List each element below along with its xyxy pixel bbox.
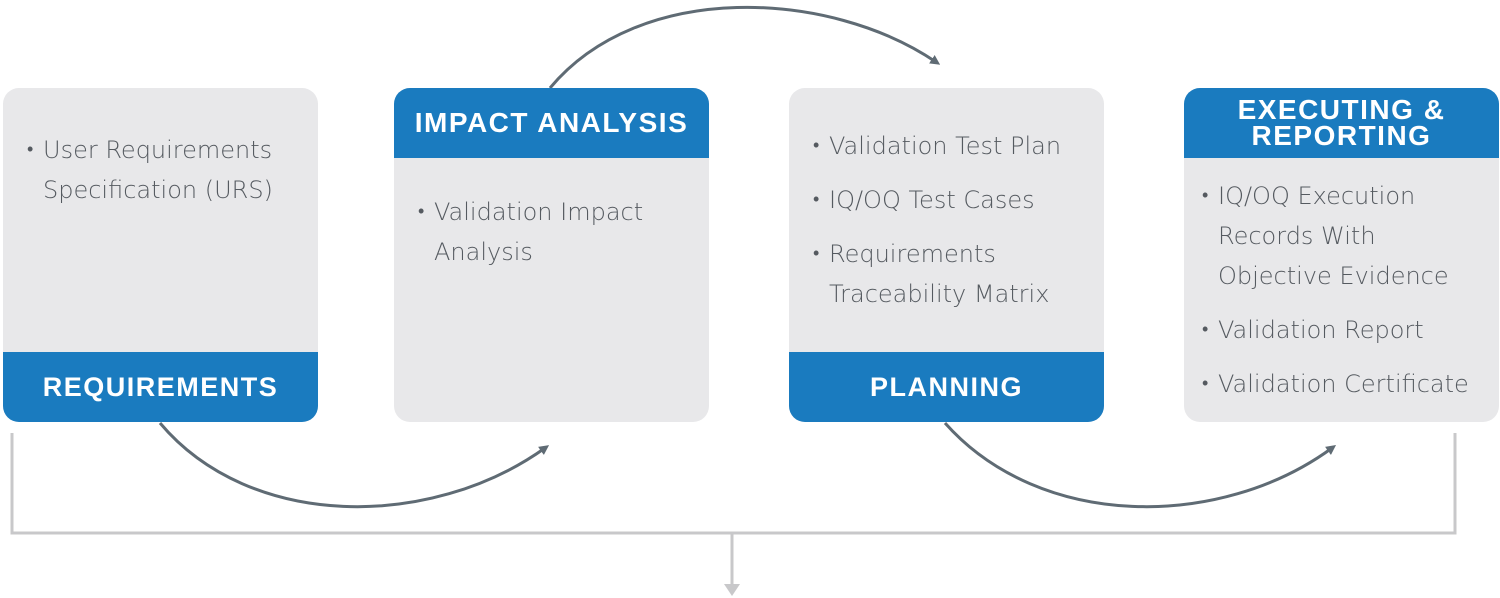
- stage-card-impact-analysis: IMPACT ANALYSIS Validation Impact Analys…: [394, 88, 709, 422]
- list-item: IQ/OQ Execution Records With Objective E…: [1202, 176, 1478, 296]
- stage-title-planning: PLANNING: [789, 352, 1104, 422]
- stage-card-planning: Validation Test Plan IQ/OQ Test Cases Re…: [789, 88, 1104, 422]
- bracket-down-arrowhead: [724, 584, 740, 596]
- arrow-planning-to-executing: [943, 422, 1337, 509]
- stage-title-requirements: REQUIREMENTS: [3, 352, 318, 422]
- list-item: Validation Test Plan: [813, 126, 1092, 166]
- list-item: IQ/OQ Test Cases: [813, 180, 1092, 220]
- list-item: Validation Impact Analysis: [418, 192, 664, 272]
- impact-analysis-item-list: Validation Impact Analysis: [418, 192, 697, 286]
- requirements-item-list: User Requirements Specification (URS): [27, 130, 306, 224]
- list-item: User Requirements Specification (URS): [27, 130, 293, 210]
- stage-title-impact-analysis: IMPACT ANALYSIS: [394, 88, 709, 158]
- list-item: Requirements Traceability Matrix: [813, 234, 1079, 314]
- planning-item-list: Validation Test Plan IQ/OQ Test Cases Re…: [813, 126, 1092, 328]
- arrow-impact-to-planning: [548, 6, 941, 89]
- stage-title-executing-reporting: EXECUTING & REPORTING: [1184, 88, 1499, 158]
- stage-card-executing-reporting: EXECUTING & REPORTING IQ/OQ Execution Re…: [1184, 88, 1499, 422]
- bottom-bracket: [10, 433, 1457, 535]
- list-item: Validation Report: [1202, 310, 1487, 350]
- list-item: Validation Certificate: [1202, 364, 1487, 404]
- executing-reporting-item-list: IQ/OQ Execution Records With Objective E…: [1202, 176, 1487, 418]
- arrow-requirements-to-impact: [158, 422, 550, 509]
- stage-card-requirements: User Requirements Specification (URS) RE…: [3, 88, 318, 422]
